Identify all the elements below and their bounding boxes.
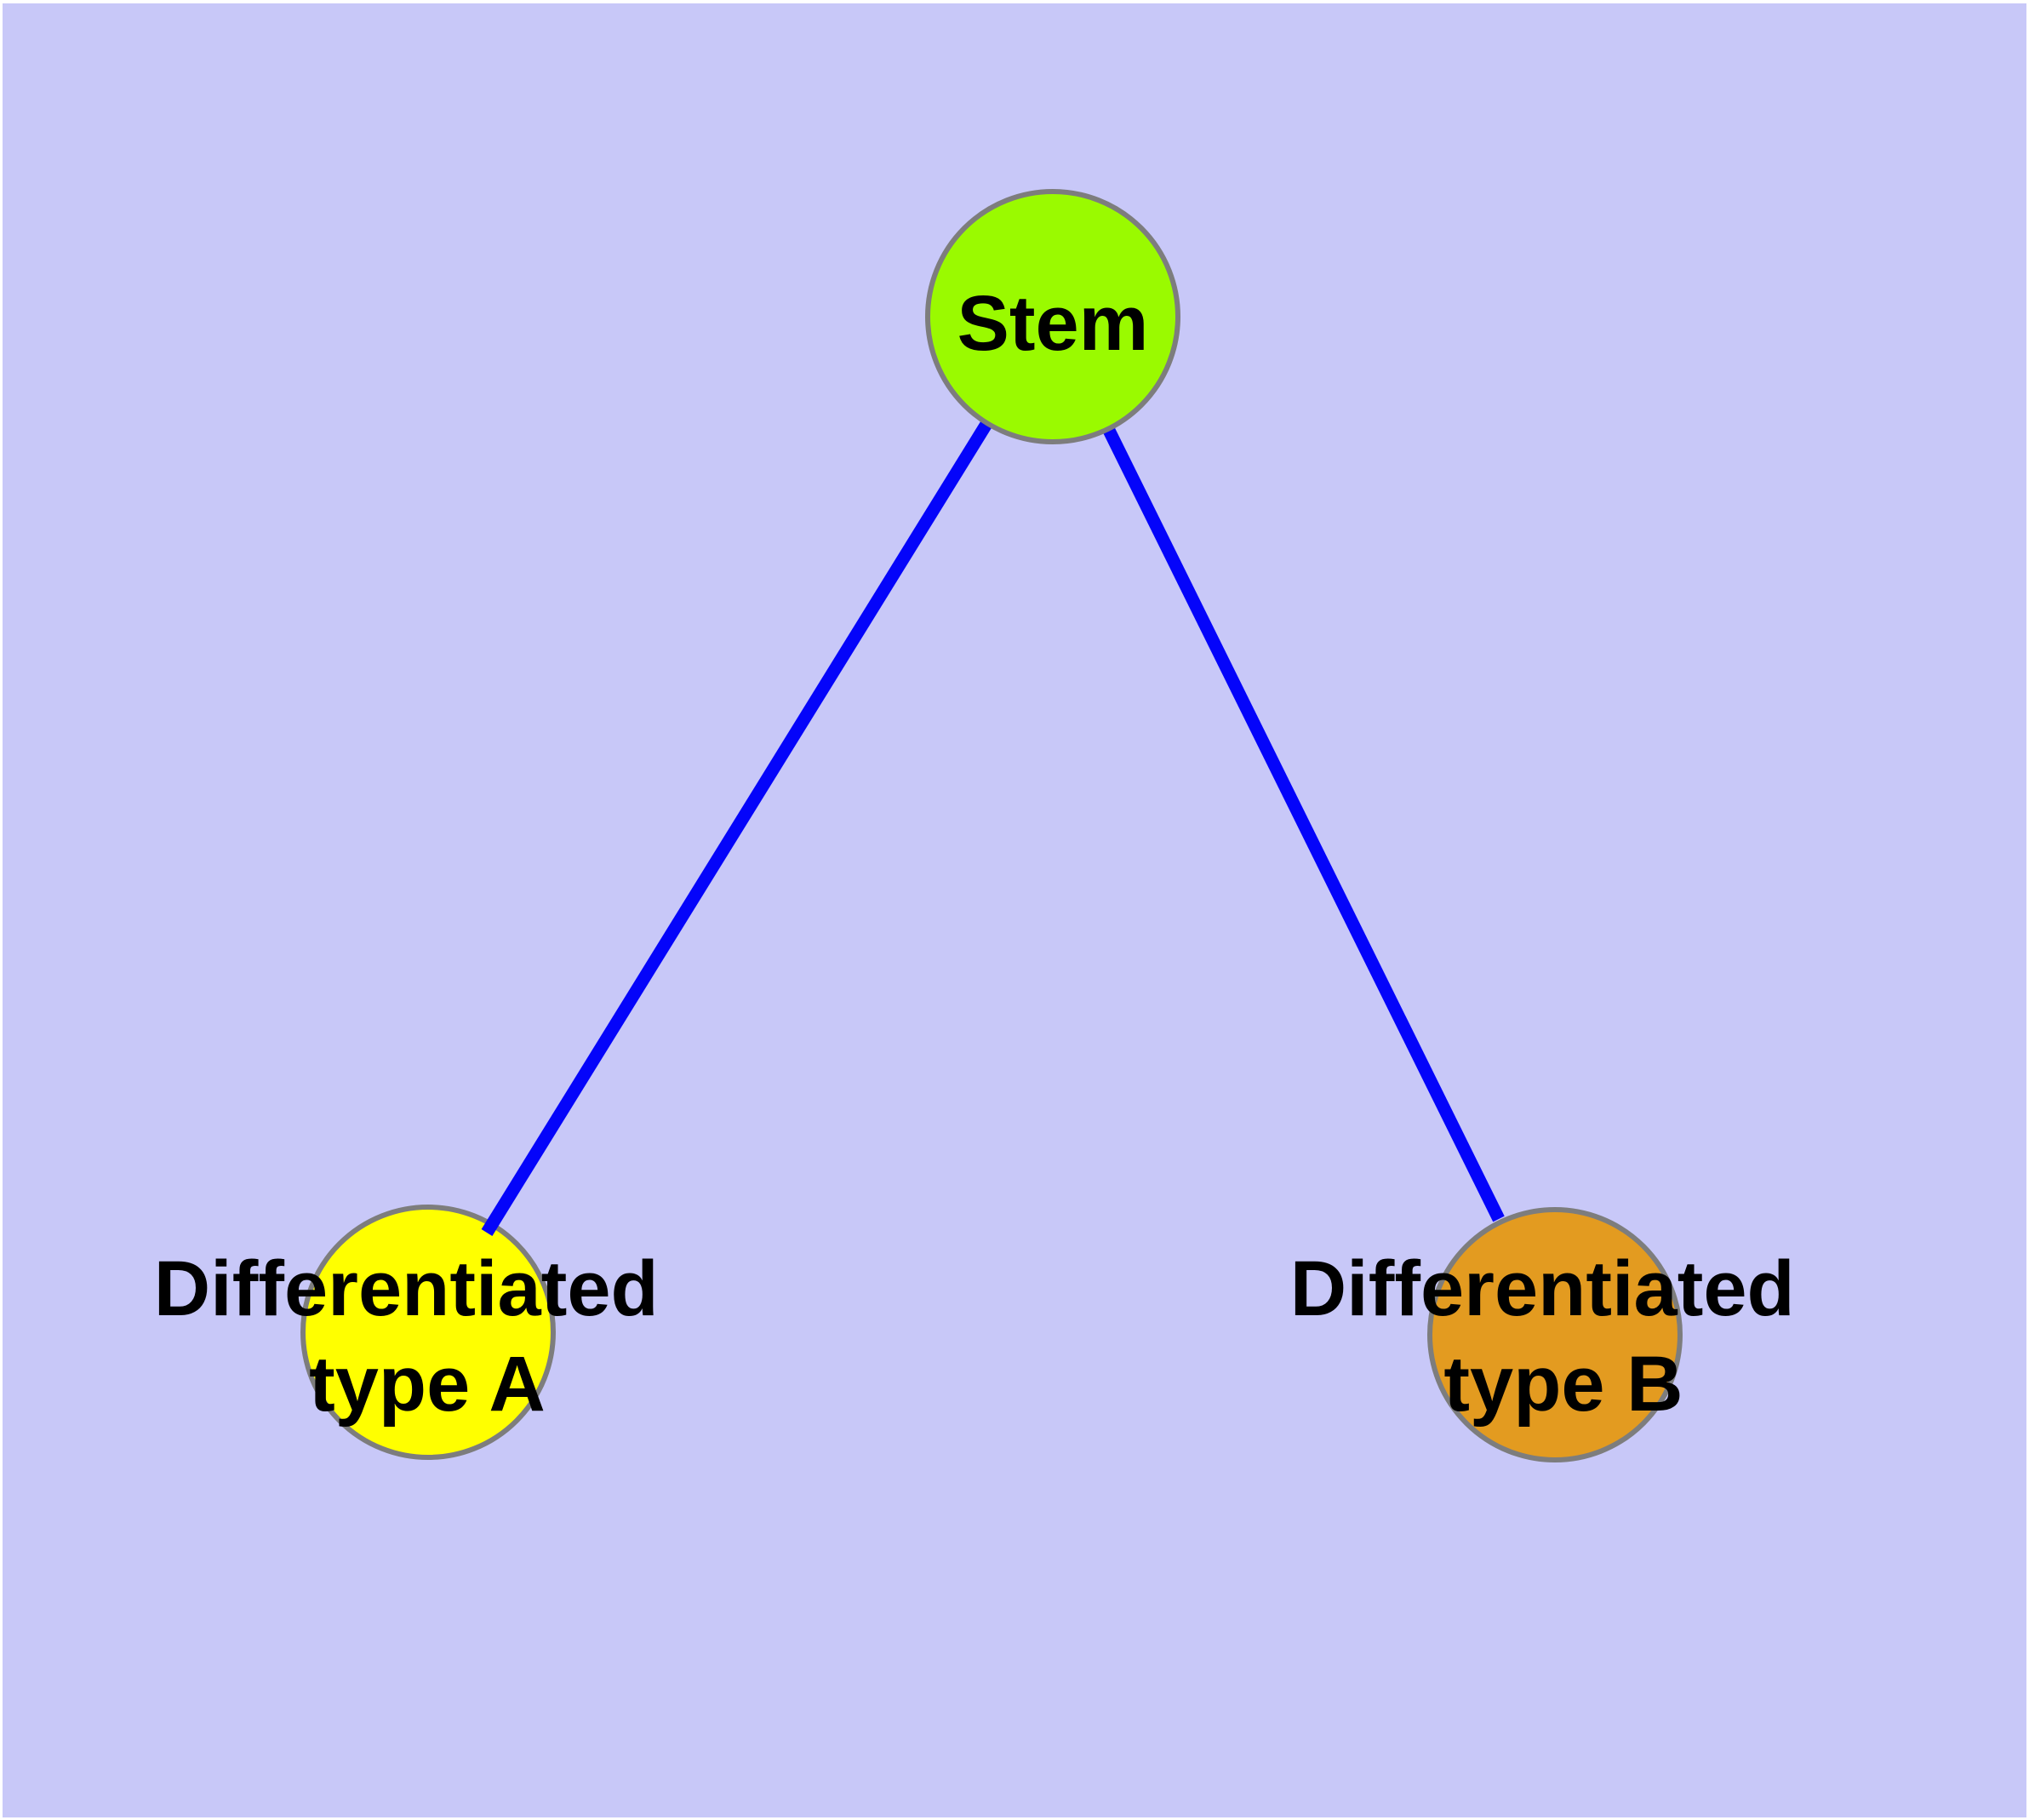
differentiated-type-b-node [1427, 1207, 1683, 1462]
stem-node-label: Stem [957, 280, 1149, 367]
type-a-label-line-1: Differentiated [154, 1245, 659, 1332]
differentiated-type-a-node [300, 1205, 556, 1460]
edge-stem-to-type-b [1047, 313, 1505, 1222]
type-a-node-label: Differentiated type A [154, 1245, 681, 1428]
stem-node [925, 189, 1180, 444]
edge-stem-to-type-a [481, 313, 1059, 1236]
type-a-label-line-2: type A [309, 1341, 546, 1428]
type-b-label-line-1: Differentiated [1290, 1245, 1795, 1332]
type-b-label-line-2: type B [1443, 1341, 1683, 1428]
type-b-node-label: Differentiated type B [1290, 1245, 1817, 1428]
